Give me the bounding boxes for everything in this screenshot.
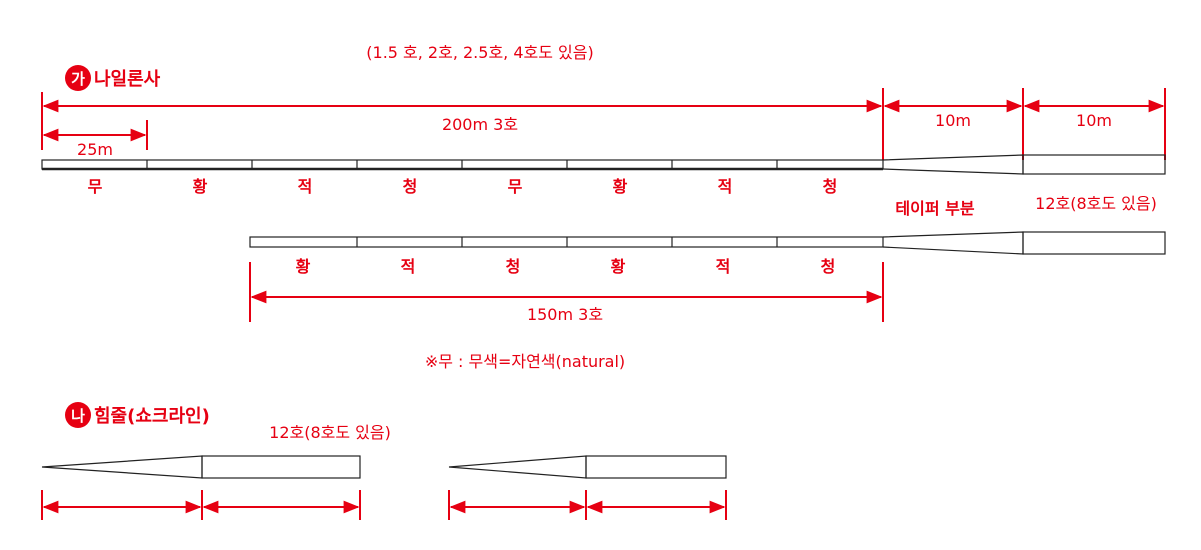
note-top: (1.5 호, 2호, 2.5호, 4호도 있음)	[366, 43, 593, 62]
color-label: 황	[193, 177, 208, 196]
color-label: 황	[613, 177, 628, 196]
tip-label: 12호(8호도 있음)	[1035, 194, 1157, 213]
color-label: 황	[611, 257, 626, 276]
color-label: 적	[401, 257, 416, 276]
color-label: 적	[716, 257, 731, 276]
section-b-title-text: 힘줄(쇼크라인)	[94, 406, 210, 427]
line-a-taper	[882, 154, 1024, 175]
legend-note: ※무 : 무색=자연색(natural)	[425, 352, 625, 371]
shock-line-1-body	[201, 455, 361, 479]
color-label: 무	[508, 177, 523, 196]
dim-label-taper2: 10m	[1076, 111, 1112, 130]
shock-line-1	[41, 455, 361, 479]
section-a2-dimensions	[249, 262, 884, 322]
color-label: 적	[298, 177, 313, 196]
shock-line-2-dimensions	[448, 490, 727, 520]
line-a	[41, 154, 1166, 175]
dim-label-25m: 25m	[77, 140, 113, 159]
shock-line-1-taper	[41, 455, 203, 479]
shock-line-1-dimensions	[41, 490, 361, 520]
dim-label-200m: 200m 3호	[442, 115, 518, 134]
color-label: 청	[823, 177, 838, 196]
line-a2-tip	[1022, 231, 1166, 255]
line-a-color-labels: 무 황 적 청 무 황 적 청	[88, 177, 838, 196]
dim-label-taper1: 10m	[935, 111, 971, 130]
color-label: 청	[403, 177, 418, 196]
badge-circle	[65, 65, 91, 91]
color-label: 황	[296, 257, 311, 276]
shock-line-2	[448, 455, 727, 479]
color-label: 적	[718, 177, 733, 196]
badge-b: 나	[71, 407, 85, 425]
shock-line-2-body	[585, 455, 727, 479]
section-b-title: 나 힘줄(쇼크라인)	[65, 402, 210, 428]
shock-line-label: 12호(8호도 있음)	[269, 423, 391, 442]
color-label: 청	[506, 257, 521, 276]
color-label: 무	[88, 177, 103, 196]
line-a2	[249, 231, 1166, 255]
shock-line-2-taper	[448, 455, 587, 479]
taper-label: 테이퍼 부분	[895, 199, 974, 218]
line-a-tip	[1022, 154, 1166, 175]
badge-circle	[65, 402, 91, 428]
line-a2-color-labels: 황 적 청 황 적 청	[296, 257, 836, 276]
section-a-dimensions	[41, 88, 1166, 160]
section-a-title: 가 나일론사	[65, 65, 161, 91]
section-a-title-text: 나일론사	[94, 69, 161, 90]
dim-label-150m: 150m 3호	[527, 305, 603, 324]
line-a2-taper	[882, 231, 1024, 255]
badge-a: 가	[71, 70, 85, 88]
color-label: 청	[821, 257, 836, 276]
